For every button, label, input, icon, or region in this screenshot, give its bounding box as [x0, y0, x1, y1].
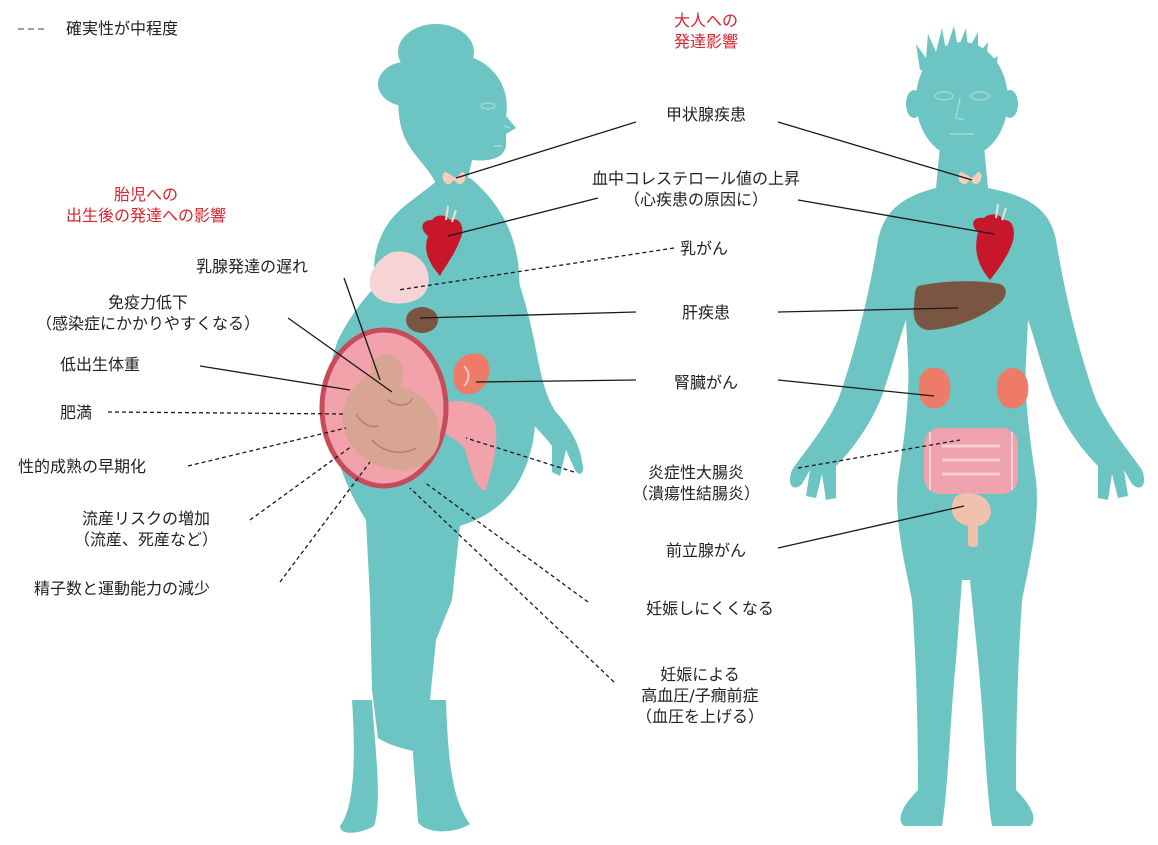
right-heading-line-2: 発達影響 [674, 31, 738, 52]
label-cholesterol-line-1: 血中コレステロール値の上昇 [592, 168, 800, 189]
label-miscarriage: 流産リスクの増加 （流産、死産など） [74, 508, 218, 550]
legend-dotted-line [18, 28, 44, 30]
label-cholesterol-line-2: （心疾患の原因に） [592, 189, 800, 210]
man-kidney-right [997, 368, 1028, 408]
woman-liver [406, 307, 438, 333]
label-miscarriage-line-1: 流産リスクの増加 [74, 508, 218, 529]
label-preeclampsia-line-3: （血圧を上げる） [636, 706, 764, 727]
label-immune-line-2: （感染症にかかりやすくなる） [36, 313, 260, 334]
label-low-birth-weight: 低出生体重 [60, 354, 140, 375]
label-kidney-cancer: 腎臓がん [674, 372, 738, 393]
label-breast-cancer: 乳がん [680, 238, 728, 259]
label-prostate-cancer: 前立腺がん [666, 540, 746, 561]
label-preeclampsia: 妊娠による 高血圧/子癇前症 （血圧を上げる） [636, 664, 764, 727]
label-infertility: 妊娠しにくくなる [646, 598, 774, 619]
man-kidney-left [919, 368, 951, 409]
label-ibd-line-1: 炎症性大腸炎 [632, 462, 760, 483]
left-heading-line-1: 胎児への [66, 184, 226, 205]
label-liver-disease: 肝疾患 [682, 302, 730, 323]
left-heading-line-2: 出生後の発達への影響 [66, 205, 226, 226]
uterus-group [322, 330, 446, 486]
label-early-puberty: 性的成熟の早期化 [18, 456, 146, 477]
label-miscarriage-line-2: （流産、死産など） [74, 529, 218, 550]
label-mammary-delay: 乳腺発達の遅れ [196, 256, 308, 277]
label-immune-line-1: 免疫力低下 [36, 292, 260, 313]
man-intestine [924, 428, 1018, 494]
legend-dotted-label: 確実性が中程度 [66, 18, 178, 39]
right-heading: 大人への 発達影響 [674, 10, 738, 52]
man-silhouette [790, 26, 1144, 826]
left-heading: 胎児への 出生後の発達への影響 [66, 184, 226, 226]
label-immune: 免疫力低下 （感染症にかかりやすくなる） [36, 292, 260, 334]
label-obesity: 肥満 [60, 402, 92, 423]
label-preeclampsia-line-2: 高血圧/子癇前症 [636, 685, 764, 706]
right-heading-line-1: 大人への [674, 10, 738, 31]
label-thyroid: 甲状腺疾患 [666, 104, 746, 125]
label-ibd: 炎症性大腸炎 （潰瘍性結腸炎） [632, 462, 760, 504]
label-ibd-line-2: （潰瘍性結腸炎） [632, 483, 760, 504]
label-sperm: 精子数と運動能力の減少 [34, 578, 210, 599]
label-preeclampsia-line-1: 妊娠による [636, 664, 764, 685]
label-cholesterol: 血中コレステロール値の上昇 （心疾患の原因に） [592, 168, 800, 210]
